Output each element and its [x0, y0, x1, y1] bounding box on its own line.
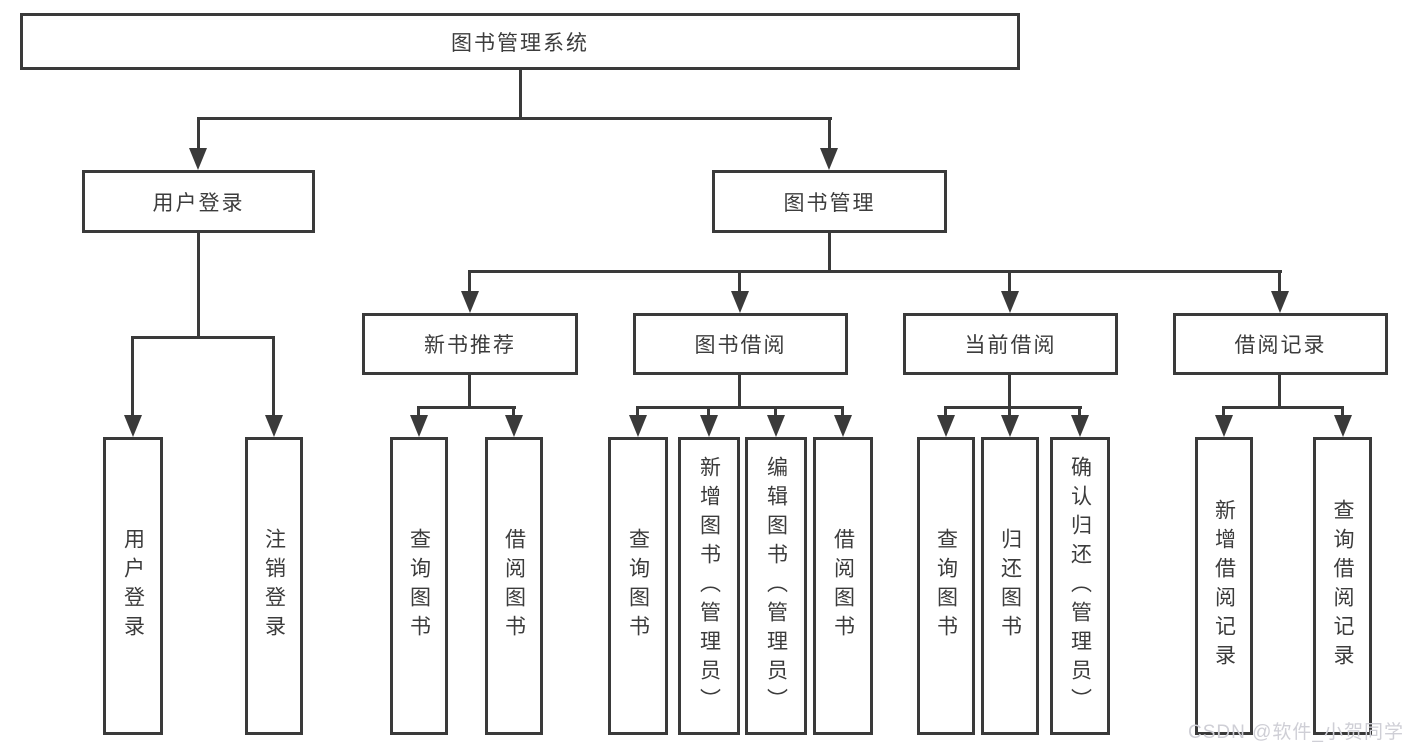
arrowhead-icon [124, 415, 142, 437]
arrowhead-icon [189, 148, 207, 170]
leaf-confirm-return-admin: 确认归还（管理员） [1050, 437, 1110, 735]
connector-line [636, 406, 844, 409]
connector-line [1278, 375, 1281, 406]
arrowhead-icon [700, 415, 718, 437]
node-book-borrow: 图书借阅 [633, 313, 848, 375]
leaf-edit-book-admin: 编辑图书（管理员） [745, 437, 807, 735]
connector-line [828, 117, 831, 150]
arrowhead-icon [629, 415, 647, 437]
arrowhead-icon [1001, 291, 1019, 313]
node-book-management: 图书管理 [712, 170, 947, 233]
leaf-borrow-books-2: 借阅图书 [813, 437, 873, 735]
arrowhead-icon [834, 415, 852, 437]
connector-line [828, 233, 831, 270]
connector-line [944, 406, 947, 415]
node-current-borrow: 当前借阅 [903, 313, 1118, 375]
leaf-logout-login: 注销登录 [245, 437, 303, 735]
connector-line [131, 336, 134, 415]
connector-line [1222, 406, 1344, 409]
connector-line [197, 233, 200, 336]
connector-line [468, 270, 471, 291]
leaf-query-books-2: 查询图书 [608, 437, 668, 735]
arrowhead-icon [1271, 291, 1289, 313]
leaf-return-book: 归还图书 [981, 437, 1039, 735]
connector-line [197, 117, 200, 150]
arrowhead-icon [410, 415, 428, 437]
arrowhead-icon [505, 415, 523, 437]
connector-line [738, 270, 741, 291]
connector-line [1278, 270, 1281, 291]
arrowhead-icon [731, 291, 749, 313]
connector-line [417, 406, 420, 415]
connector-line [636, 406, 639, 415]
connector-line [272, 336, 275, 415]
connector-line [1341, 406, 1344, 415]
leaf-borrow-books: 借阅图书 [485, 437, 543, 735]
connector-line [738, 375, 741, 406]
node-borrow-records: 借阅记录 [1173, 313, 1388, 375]
connector-line [1078, 406, 1081, 415]
node-root: 图书管理系统 [20, 13, 1020, 70]
connector-line [707, 406, 710, 415]
connector-line [1008, 270, 1011, 291]
leaf-add-borrow-record: 新增借阅记录 [1195, 437, 1253, 735]
connector-line [197, 117, 832, 120]
connector-line [468, 375, 471, 406]
connector-line [519, 70, 522, 117]
leaf-user-login: 用户登录 [103, 437, 163, 735]
node-user-login-branch: 用户登录 [82, 170, 315, 233]
arrowhead-icon [1071, 415, 1089, 437]
leaf-query-borrow-record: 查询借阅记录 [1313, 437, 1372, 735]
connector-line [131, 336, 275, 339]
arrowhead-icon [265, 415, 283, 437]
arrowhead-icon [937, 415, 955, 437]
arrowhead-icon [1001, 415, 1019, 437]
connector-line [512, 406, 515, 415]
connector-line [417, 406, 516, 409]
arrowhead-icon [1215, 415, 1233, 437]
connector-line [774, 406, 777, 415]
arrowhead-icon [461, 291, 479, 313]
leaf-add-book-admin: 新增图书（管理员） [678, 437, 740, 735]
leaf-query-books-3: 查询图书 [917, 437, 975, 735]
arrowhead-icon [767, 415, 785, 437]
connector-line [468, 270, 1282, 273]
connector-line [1008, 375, 1011, 406]
connector-line [944, 406, 1082, 409]
arrowhead-icon [1334, 415, 1352, 437]
watermark: CSDN @软件_小贺同学 [1188, 722, 1404, 743]
connector-line [1222, 406, 1225, 415]
arrowhead-icon [820, 148, 838, 170]
leaf-query-books: 查询图书 [390, 437, 448, 735]
connector-line [841, 406, 844, 415]
connector-line [1008, 406, 1011, 415]
node-new-book-recommend: 新书推荐 [362, 313, 578, 375]
